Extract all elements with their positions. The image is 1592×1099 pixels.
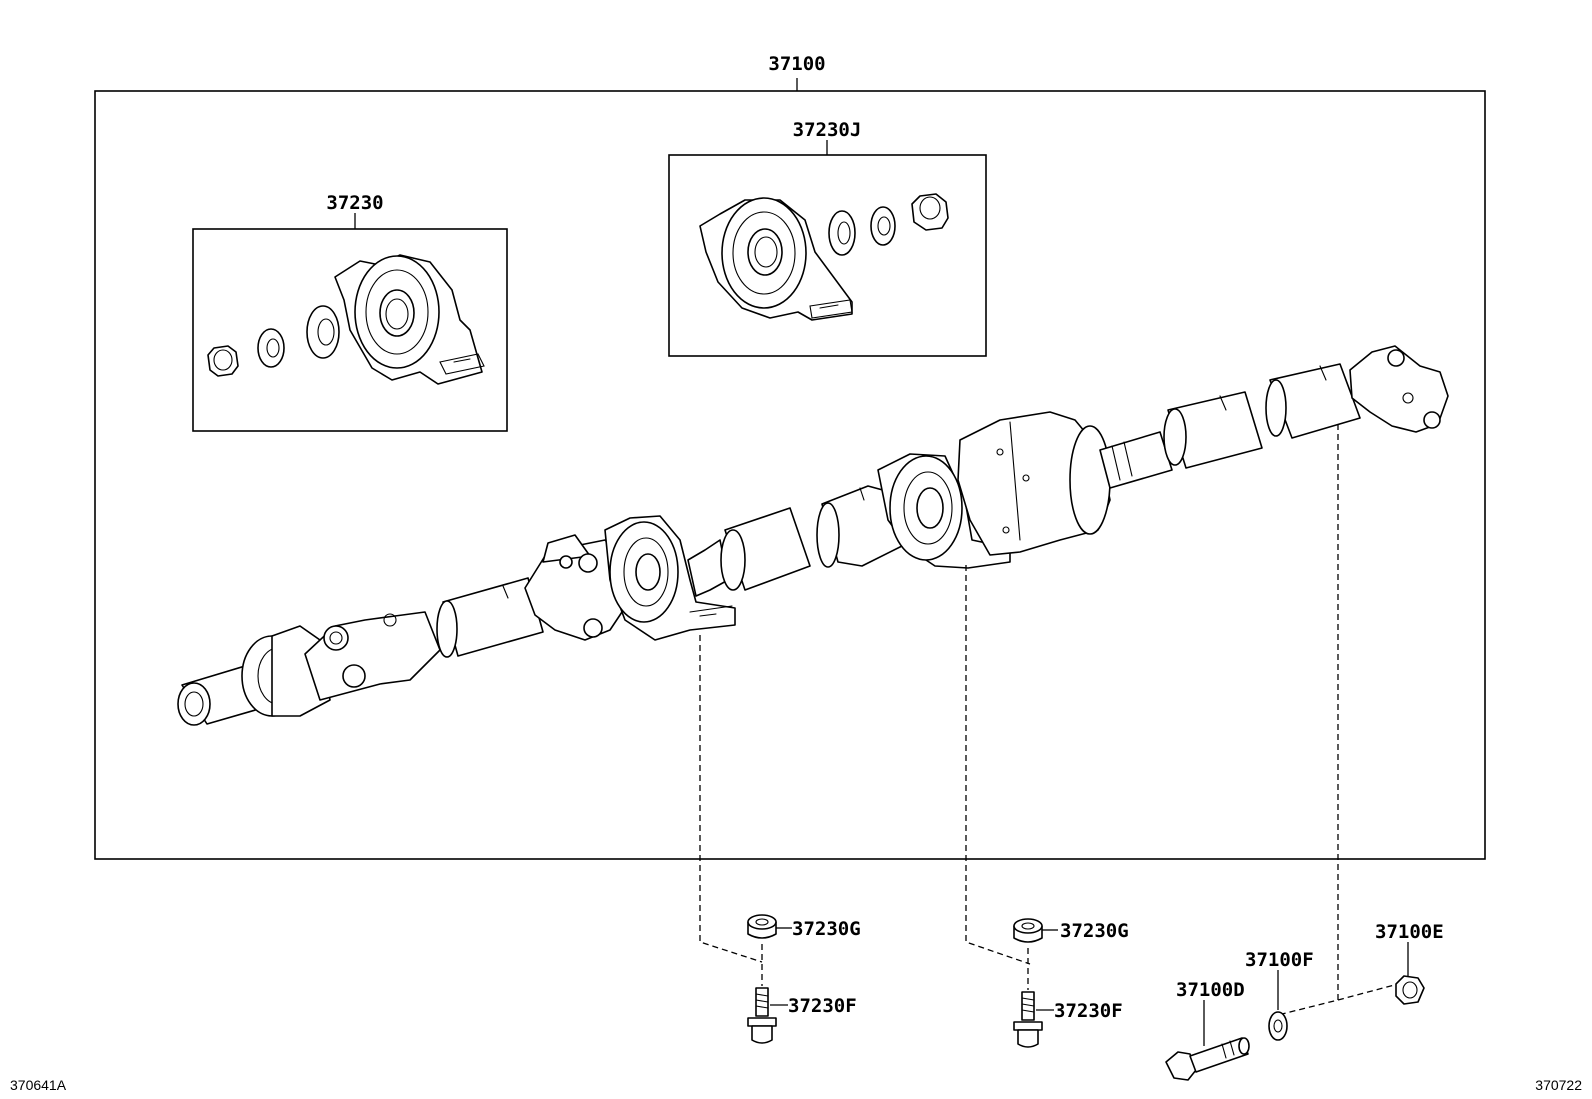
kit-nut-right-icon <box>911 193 949 231</box>
bolt-left-group: 37230F <box>747 987 857 1044</box>
bearing-kit-left-frame <box>192 228 508 432</box>
spacer-left-icon <box>747 914 777 939</box>
bolt-left-label[interactable]: 37230F <box>788 995 857 1017</box>
washer-icon <box>1268 1011 1288 1041</box>
rear-joint-housing-icon <box>957 411 1111 556</box>
washer-group: 37100F <box>1245 949 1314 1041</box>
spacer-left-label[interactable]: 37230G <box>792 918 861 940</box>
flange-bolt-icon <box>1165 1037 1250 1081</box>
spacer-left-group: 37230G <box>747 914 861 986</box>
footer-ref-right: 370722 <box>1535 1077 1582 1093</box>
front-universal-joint-icon <box>304 611 441 701</box>
middle-universal-joint-icon <box>524 534 631 641</box>
footer-ref-left: 370641A <box>10 1077 67 1093</box>
bearing-kit-left-label[interactable]: 37230 <box>326 192 383 214</box>
middle-sleeve-icon <box>816 485 903 568</box>
nut-icon <box>1395 975 1425 1005</box>
dashed-leaders <box>699 424 1399 1015</box>
kit-center-bearing-left-icon <box>334 254 485 385</box>
bolt-right-icon <box>1013 991 1043 1048</box>
assembly-part-number[interactable]: 37100 <box>768 53 825 75</box>
center-bearing-2-icon <box>877 453 1011 569</box>
assembly-group: 37100 <box>94 53 1486 860</box>
kit-washer-left-icon <box>257 328 285 368</box>
rear-tube-icon <box>1163 391 1263 469</box>
bolt-right-label[interactable]: 37230F <box>1054 1000 1123 1022</box>
rear-flange-icon <box>1349 345 1449 433</box>
nut-group: 37100E <box>1375 921 1444 1005</box>
spacer-right-icon <box>1013 918 1043 943</box>
propeller-shaft <box>177 345 1449 726</box>
kit-washer-right-icon <box>870 206 896 246</box>
center-bearing-1-icon <box>604 515 736 641</box>
spacer-right-label[interactable]: 37230G <box>1060 920 1129 942</box>
kit-nut-left-icon <box>207 345 239 377</box>
bearing-kit-left: 37230 <box>192 192 508 432</box>
rear-spline-icon <box>1099 431 1173 489</box>
washer-label[interactable]: 37100F <box>1245 949 1314 971</box>
nut-label[interactable]: 37100E <box>1375 921 1444 943</box>
bearing-kit-right-label[interactable]: 37230J <box>793 119 862 141</box>
bearing-kit-right: 37230J <box>668 119 987 357</box>
bolt-right-group: 37230F <box>1013 991 1123 1048</box>
bolt-left-icon <box>747 987 777 1044</box>
rear-sleeve-icon <box>1265 363 1361 439</box>
kit-shield-left-icon <box>306 305 340 359</box>
kit-shield-right-icon <box>828 210 856 256</box>
spacer-right-group: 37230G <box>1013 918 1129 990</box>
front-tube-icon <box>436 577 544 658</box>
assembly-frame <box>94 90 1486 860</box>
middle-tube-icon <box>687 507 811 597</box>
flange-bolt-label[interactable]: 37100D <box>1176 979 1245 1001</box>
flange-bolt-group: 37100D <box>1165 979 1250 1081</box>
kit-center-bearing-right-icon <box>699 197 853 321</box>
